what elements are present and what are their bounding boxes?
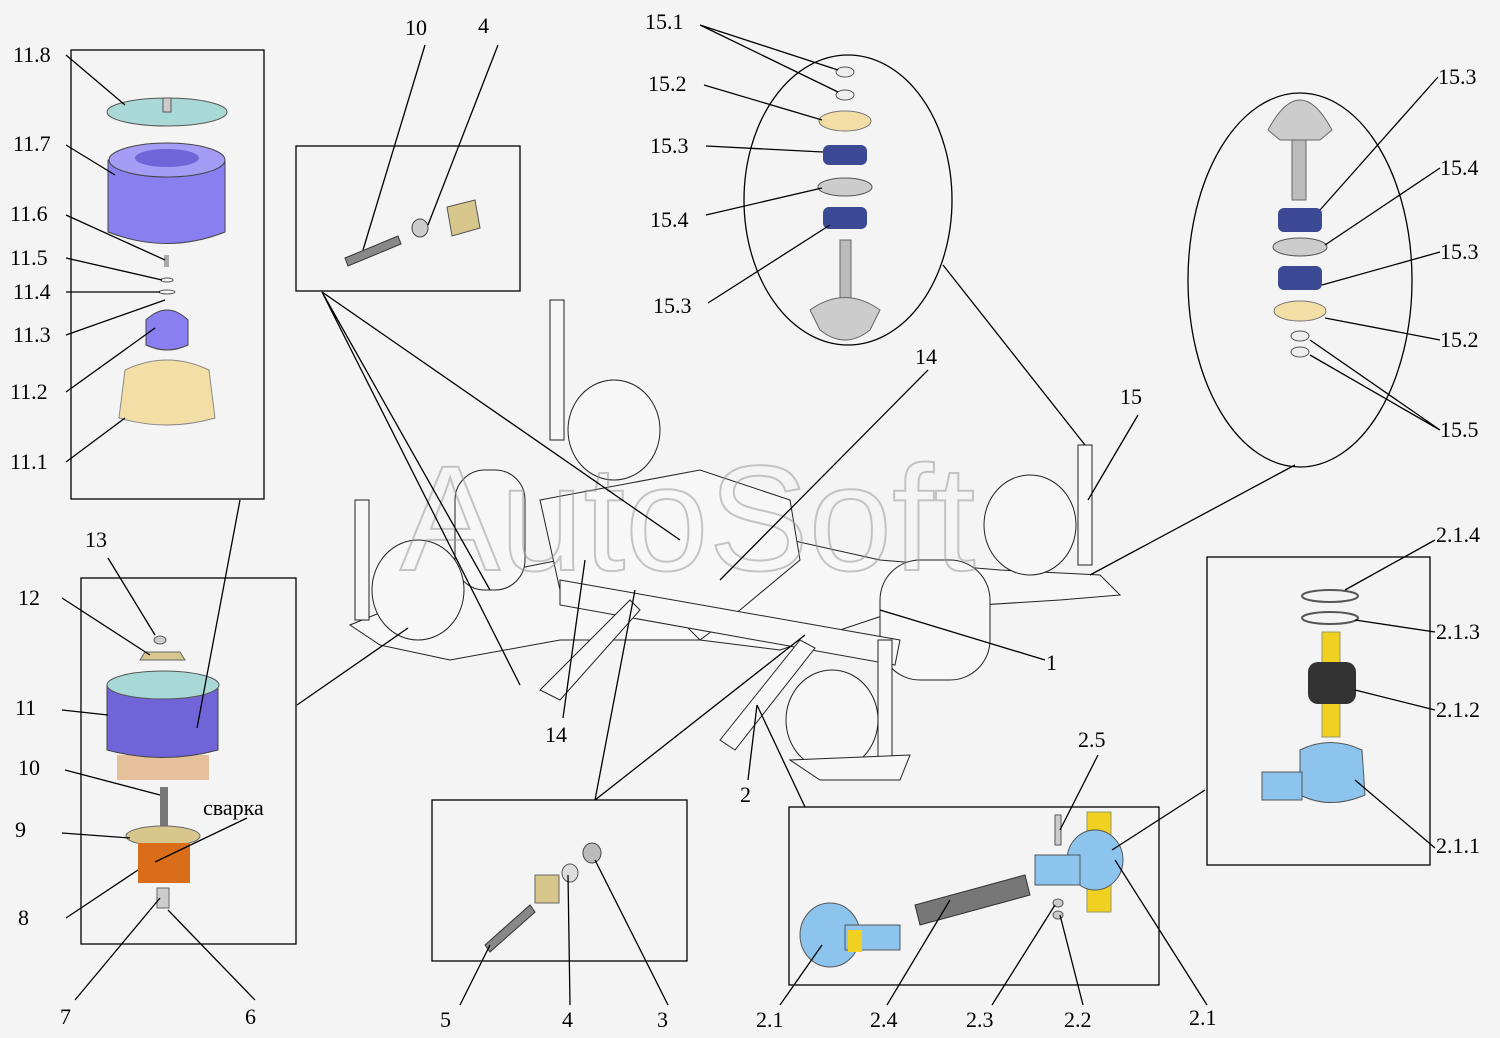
detail-ellipse-15-left <box>743 54 953 346</box>
label-15-2: 15.2 <box>648 71 687 96</box>
label-15-2: 15.2 <box>1440 327 1479 352</box>
label-15-5: 15.5 <box>1440 417 1479 442</box>
label-15-1: 15.1 <box>645 9 684 34</box>
detail-ellipse-15-right <box>1187 92 1413 468</box>
label-12: 12 <box>18 585 40 610</box>
label-15: 15 <box>1120 384 1142 409</box>
detail-box-2 <box>788 806 1160 986</box>
label-11-1: 11.1 <box>10 449 48 474</box>
label-15-4: 15.4 <box>1440 155 1479 180</box>
label-2-3: 2.3 <box>966 1007 994 1032</box>
label-4: 4 <box>562 1007 573 1032</box>
label-11-5: 11.5 <box>10 245 48 270</box>
label-11-8: 11.8 <box>13 42 51 67</box>
label-2-4: 2.4 <box>870 1007 898 1032</box>
label-2-1-2: 2.1.2 <box>1436 697 1480 722</box>
label-svarka: сварка <box>203 795 264 820</box>
rear-axle-assembly: AutoSoft <box>348 299 1122 781</box>
rod-joint <box>1261 589 1366 803</box>
air-spring-mount <box>106 635 220 909</box>
label-2-1-3: 2.1.3 <box>1436 619 1480 644</box>
reaction-rod <box>799 811 1124 968</box>
detail-box-bolt <box>295 145 521 292</box>
label-11-4: 11.4 <box>13 279 51 304</box>
detail-box-11-mount <box>80 577 297 945</box>
leader-lines <box>61 24 1441 1006</box>
label-15-3: 15.3 <box>653 293 692 318</box>
label-1: 1 <box>1046 650 1057 675</box>
shock-mount-left <box>809 66 881 341</box>
label-8: 8 <box>18 905 29 930</box>
air-spring-exploded <box>106 97 228 426</box>
bolt-and-nut <box>344 199 481 267</box>
watermark: AutoSoft <box>400 434 975 602</box>
label-2-2: 2.2 <box>1064 1007 1092 1032</box>
shock-mount-right <box>1267 99 1333 358</box>
label-10: 10 <box>18 755 40 780</box>
label-11-2: 11.2 <box>10 379 48 404</box>
detail-box-2-1 <box>1206 556 1431 866</box>
label-6: 6 <box>245 1004 256 1029</box>
label-11-3: 11.3 <box>13 322 51 347</box>
label-2-5: 2.5 <box>1078 727 1106 752</box>
bolt-set <box>484 842 602 953</box>
callout-labels: 11.8 11.7 11.6 11.5 11.4 11.3 11.2 11.1 … <box>10 9 1480 1032</box>
label-15-3: 15.3 <box>1438 64 1477 89</box>
label-5: 5 <box>440 1007 451 1032</box>
label-2: 2 <box>740 782 751 807</box>
detail-box-11 <box>70 49 265 500</box>
label-15-3: 15.3 <box>650 133 689 158</box>
label-2-1-4: 2.1.4 <box>1436 522 1480 547</box>
label-9: 9 <box>15 817 26 842</box>
label-13: 13 <box>85 527 107 552</box>
label-2-1: 2.1 <box>1189 1005 1217 1030</box>
label-15-4: 15.4 <box>650 207 689 232</box>
label-3: 3 <box>657 1007 668 1032</box>
label-4-top: 4 <box>478 13 489 38</box>
label-14: 14 <box>545 722 567 747</box>
detail-box-3-5 <box>431 799 688 962</box>
label-7: 7 <box>60 1004 71 1029</box>
label-2-1: 2.1 <box>756 1007 784 1032</box>
label-11-7: 11.7 <box>13 131 51 156</box>
label-14: 14 <box>915 344 937 369</box>
label-10-top: 10 <box>405 15 427 40</box>
label-15-3: 15.3 <box>1440 239 1479 264</box>
label-11: 11 <box>15 695 36 720</box>
label-2-1-1: 2.1.1 <box>1436 833 1480 858</box>
label-11-6: 11.6 <box>10 201 48 226</box>
